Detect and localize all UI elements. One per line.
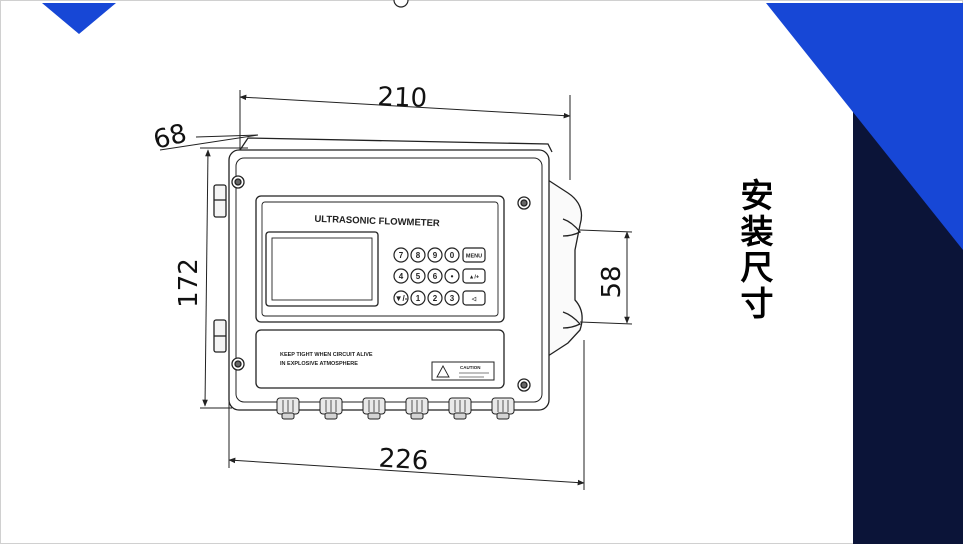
cable-gland-tip bbox=[281, 412, 295, 420]
cable-gland-tip bbox=[496, 412, 510, 420]
keypad: 7 8 9 0 MENU 4 5 6 • ▲/+ ▼/- 1 2 3 ◁ ENT bbox=[393, 0, 486, 306]
right-navy-panel bbox=[853, 108, 963, 544]
cable-gland-tip bbox=[367, 412, 381, 420]
keypad-key-label: 1 bbox=[416, 294, 421, 303]
keypad-key-label: ◁ bbox=[471, 296, 477, 303]
top-left-accent-triangle bbox=[42, 3, 116, 34]
keypad-key bbox=[462, 290, 486, 306]
dimension-bottom-width: 226 bbox=[378, 444, 429, 477]
keypad-key-label: 9 bbox=[433, 251, 438, 260]
keypad-key-label: ▲/+ bbox=[469, 275, 479, 281]
dimension-depth: 68 bbox=[150, 119, 189, 156]
keypad-key-label: ENT bbox=[393, 0, 409, 2]
flowmeter-enclosure bbox=[213, 137, 583, 411]
keypad-key bbox=[462, 247, 486, 263]
caution-label: CAUTION bbox=[460, 365, 481, 370]
title-char: 尺 bbox=[740, 248, 774, 287]
keypad-key-label: • bbox=[451, 272, 454, 281]
cable-glands bbox=[276, 397, 515, 420]
cable-gland-tip bbox=[324, 412, 338, 420]
keypad-key-label: 3 bbox=[450, 294, 455, 303]
keypad-key bbox=[410, 290, 426, 306]
keypad-key bbox=[427, 268, 443, 284]
keypad-key bbox=[462, 268, 486, 284]
keypad-key bbox=[427, 290, 443, 306]
keypad-key-label: 8 bbox=[416, 251, 421, 260]
title-char: 安 bbox=[740, 176, 774, 215]
keypad-key bbox=[444, 290, 460, 306]
dimension-height: 172 bbox=[174, 258, 204, 308]
slide-title: 安 装 尺 寸 bbox=[734, 178, 780, 322]
dimension-top-width: 210 bbox=[377, 82, 428, 114]
keypad-key-label: 4 bbox=[399, 272, 404, 281]
cable-gland-tip bbox=[410, 412, 424, 420]
title-char: 装 bbox=[740, 212, 774, 251]
keypad-key-label: MENU bbox=[466, 254, 482, 260]
keypad-key-label: 5 bbox=[416, 272, 421, 281]
keypad-key bbox=[444, 268, 460, 284]
keypad-key-label: 6 bbox=[433, 272, 438, 281]
keypad-key bbox=[444, 247, 460, 263]
keypad-key-label: 7 bbox=[399, 251, 404, 260]
top-right-blue-triangle bbox=[766, 3, 963, 250]
keypad-key bbox=[393, 290, 409, 306]
keypad-key bbox=[410, 268, 426, 284]
keypad-key bbox=[427, 247, 443, 263]
cable-gland-tip bbox=[453, 412, 467, 420]
keypad-key bbox=[410, 247, 426, 263]
caution-fineprint bbox=[459, 372, 489, 378]
keypad-key bbox=[393, 268, 409, 284]
warning-text-line1: KEEP TIGHT WHEN CIRCUIT ALIVE bbox=[280, 352, 373, 358]
keypad-key bbox=[393, 0, 409, 8]
warning-text-line2: IN EXPLOSIVE ATMOSPHERE bbox=[280, 361, 358, 367]
dimension-mount-spacing: 58 bbox=[597, 265, 627, 298]
keypad-key bbox=[393, 247, 409, 263]
brand-label: ULTRASONIC FLOWMETER bbox=[314, 214, 440, 229]
title-char: 寸 bbox=[740, 284, 774, 323]
keypad-key-label: ▼/- bbox=[395, 294, 408, 303]
keypad-key-label: 0 bbox=[450, 251, 455, 260]
dimension-lines bbox=[159, 90, 633, 490]
keypad-key-label: 2 bbox=[433, 294, 438, 303]
